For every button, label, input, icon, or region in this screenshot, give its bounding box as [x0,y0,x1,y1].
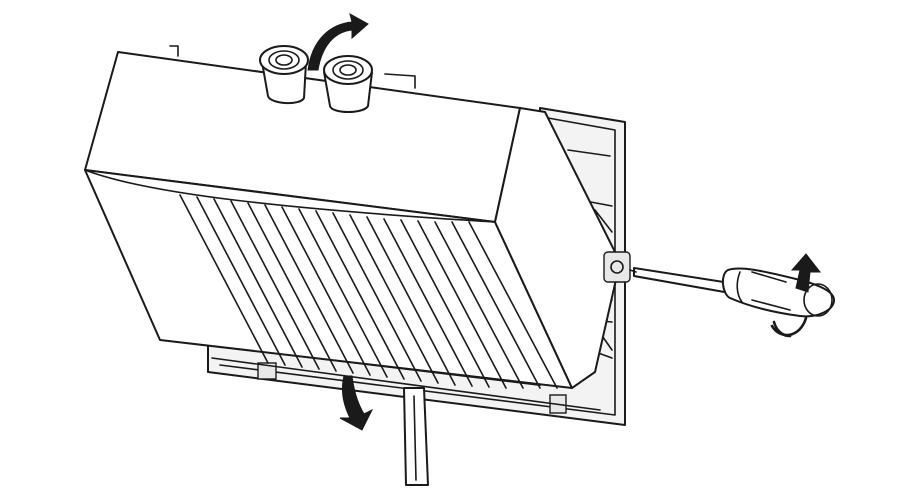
top-tab-left [169,45,179,57]
pipe-connectors [259,45,373,113]
pipe-connector-right [323,55,373,113]
side-latch [603,251,631,283]
power-cable [403,387,429,486]
bottom-clip-left [257,362,277,380]
down-arrow [339,375,374,431]
heater-unit [84,45,631,389]
pipe-connector-left [259,45,309,104]
heater-grille [179,194,558,389]
rotation-arrow-top [307,13,369,71]
rotation-arrow-screwdriver [770,253,822,338]
top-tab-right [384,73,416,89]
screwdriver-icon [629,267,835,318]
